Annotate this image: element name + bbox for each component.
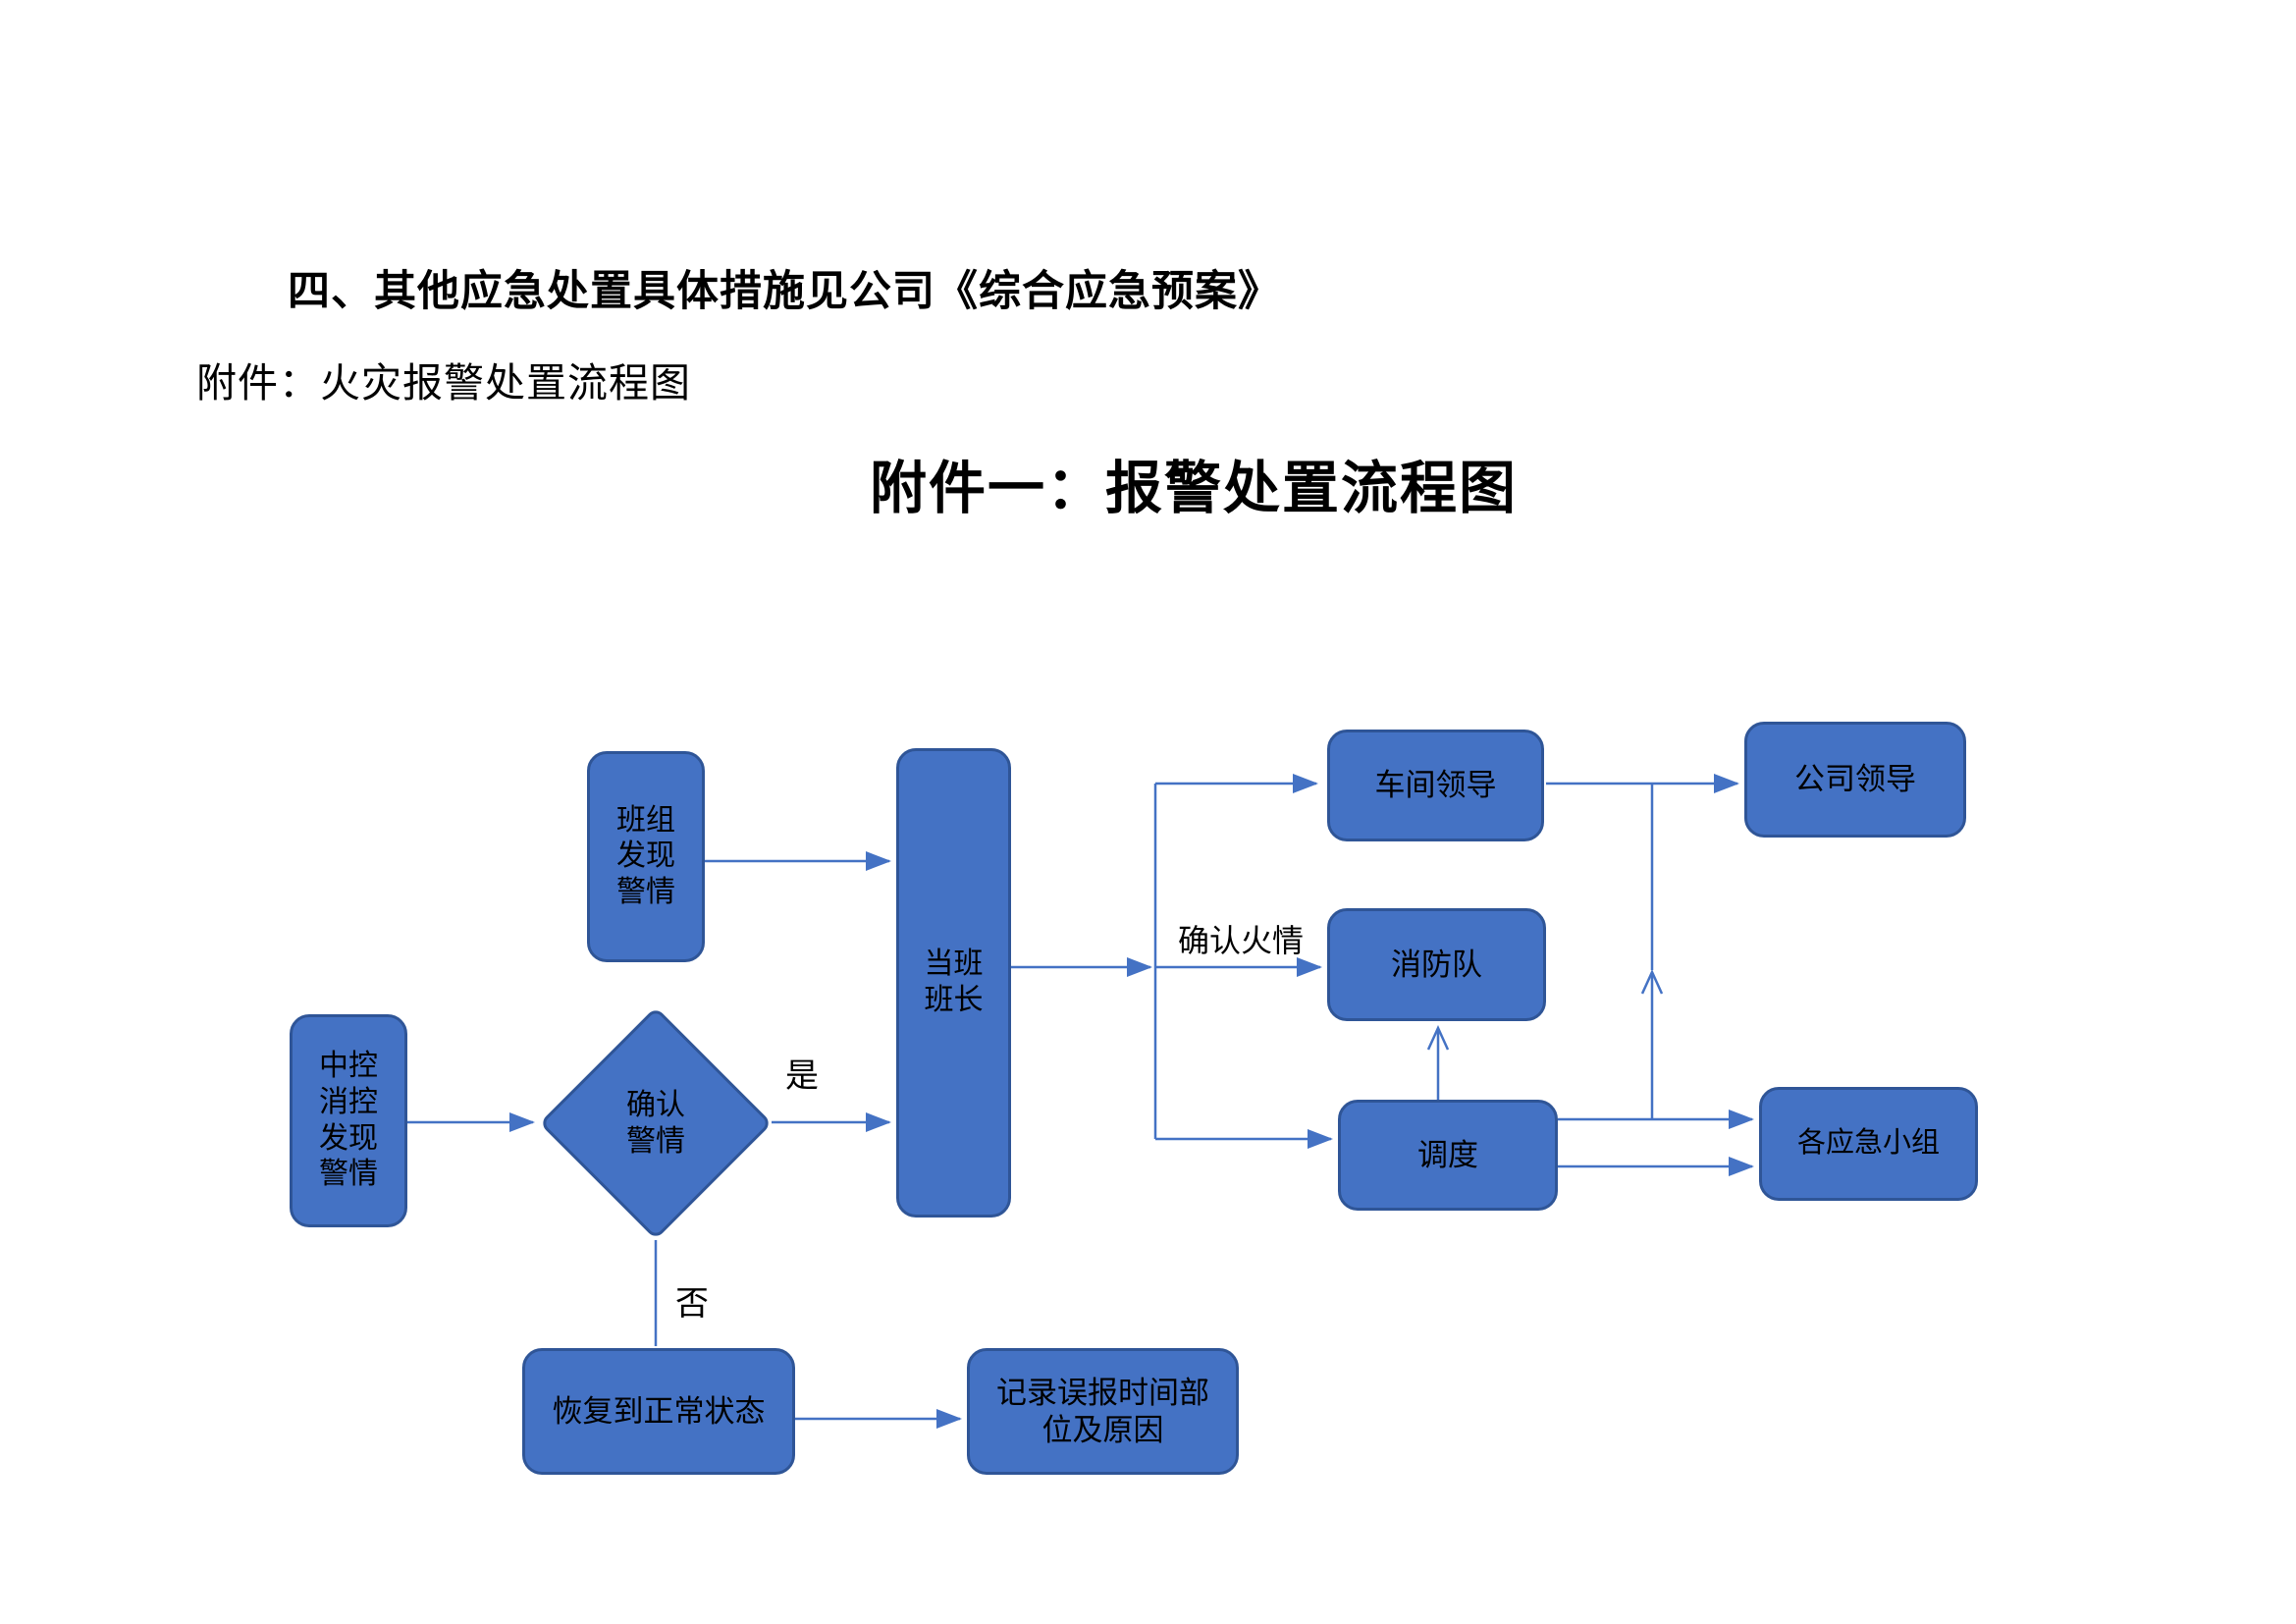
attachment-line: 附件：火灾报警处置流程图: [196, 360, 691, 406]
node-workshop-leaders: 车间领导: [1327, 730, 1544, 841]
edge-label-yes: 是: [785, 1058, 819, 1095]
decision-confirm-alarm-label: 确认 警情: [626, 1088, 685, 1159]
node-dispatch: 调度: [1338, 1100, 1558, 1211]
edge-label-no: 否: [675, 1286, 709, 1323]
page-title: 附件一：报警处置流程图: [870, 457, 1519, 520]
node-shift-leader: 当班 班长: [896, 748, 1011, 1218]
node-fire-brigade: 消防队: [1327, 908, 1546, 1021]
node-team-discovers-alarm: 班组 发现 警情: [587, 751, 705, 962]
node-company-leaders: 公司领导: [1744, 722, 1966, 838]
edge-label-fire-confirmed: 确认火情: [1178, 923, 1305, 958]
node-record-false-alarm: 记录误报时间部 位及原因: [967, 1348, 1239, 1475]
section-heading: 四、其他应急处置具体措施见公司《综合应急预案》: [288, 269, 1281, 315]
node-restore-normal-state: 恢复到正常状态: [522, 1348, 795, 1475]
node-control-room-discovers-alarm: 中控 消控 发现 警情: [290, 1014, 407, 1227]
node-emergency-teams: 各应急小组: [1759, 1087, 1978, 1201]
